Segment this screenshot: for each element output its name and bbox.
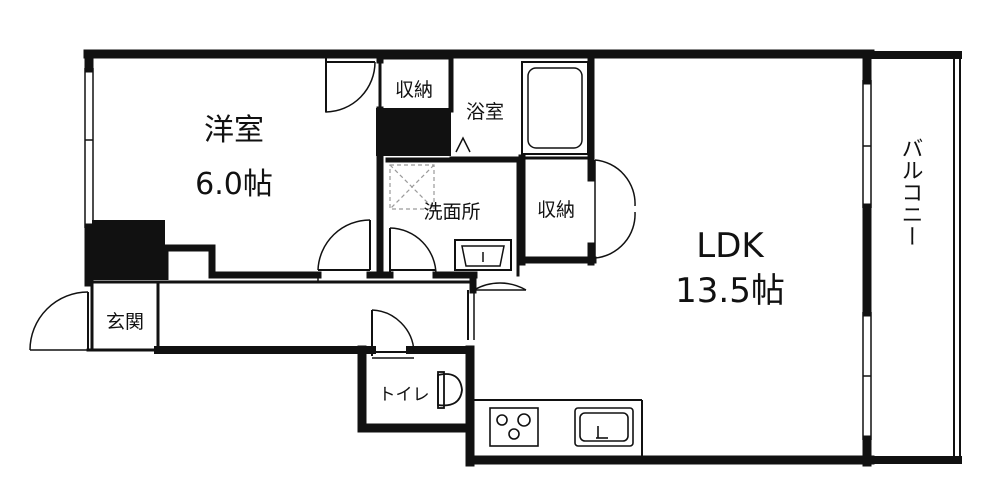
doors (29, 58, 636, 359)
bathtub (521, 61, 589, 155)
storage-mid-label: 収納 (537, 199, 575, 221)
ldk-size: 13.5帖 (675, 271, 785, 311)
bathroom-label: 浴室 (466, 101, 504, 123)
wash-basin (454, 239, 512, 271)
entrance-box (90, 280, 470, 350)
washroom-label: 洗面所 (423, 201, 480, 223)
storage-top-box (378, 56, 453, 112)
ldk-windows (862, 80, 872, 440)
bathroom-step-mark (455, 136, 471, 153)
ldk-name: LDK (696, 226, 765, 266)
western-room-window (84, 68, 94, 228)
balcony-label: バルコニー (898, 137, 923, 247)
structural-column (92, 220, 165, 280)
kitchen-sink-icon (574, 407, 634, 447)
exterior-walls (83, 49, 875, 467)
washing-machine-pan (389, 164, 435, 210)
stove-icon (489, 407, 539, 447)
western-room-size: 6.0帖 (195, 167, 273, 202)
kitchen-counter (474, 399, 643, 456)
toilet-label: トイレ (379, 385, 430, 405)
storage-top-label: 収納 (395, 79, 433, 101)
storage-top-fill (376, 108, 451, 156)
toilet-fixture (437, 371, 463, 409)
balcony-frame (866, 51, 962, 464)
western-room-name: 洋室 (204, 113, 264, 148)
entrance-label: 玄関 (106, 311, 144, 333)
